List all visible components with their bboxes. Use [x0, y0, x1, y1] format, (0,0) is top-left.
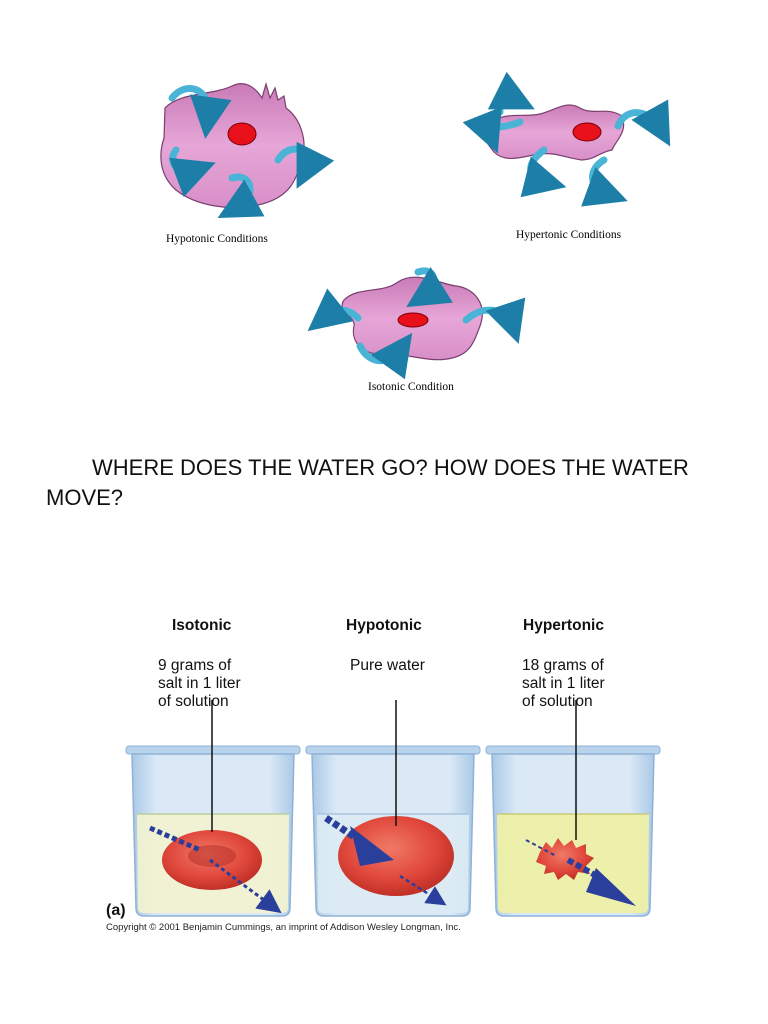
- beaker-description-hypotonic: Pure water: [350, 657, 425, 674]
- beaker-hypertonic: [485, 745, 661, 917]
- question-text: WHERE DOES THE WATER GO? HOW DOES THE WA…: [46, 455, 689, 510]
- cell-diagrams: Hypotonic Conditions Hypertonic Conditio…: [160, 71, 671, 393]
- copyright-notice: Copyright © 2001 Benjamin Cummings, an i…: [106, 922, 461, 933]
- hypotonic-cell: [160, 81, 305, 209]
- water-arrows-hypotonic: [168, 85, 335, 219]
- water-arrows-hypertonic: [462, 71, 671, 207]
- flow-arrow-hypertonic: [525, 839, 636, 906]
- beaker-description-isotonic: 9 grams of salt in 1 liter of solution: [158, 657, 241, 710]
- cell-caption-hypotonic: Hypotonic Conditions: [166, 233, 268, 245]
- beaker-description-hypertonic: 18 grams of salt in 1 liter of solution: [522, 657, 605, 710]
- flow-arrow-hypotonic: [324, 815, 447, 906]
- flow-arrow-isotonic: [148, 825, 282, 914]
- hypertonic-cell: [482, 104, 625, 161]
- nucleus: [227, 122, 257, 146]
- water-arrows-isotonic: [307, 267, 526, 380]
- beaker-heading-hypertonic: Hypertonic: [523, 617, 604, 634]
- red-blood-cell: [338, 816, 454, 896]
- nucleus: [397, 312, 429, 328]
- beaker-heading-hypotonic: Hypotonic: [346, 617, 422, 634]
- figure-label: (a): [106, 902, 126, 919]
- nucleus: [572, 122, 602, 142]
- cell-caption-isotonic: Isotonic Condition: [368, 381, 454, 393]
- beaker-heading-isotonic: Isotonic: [172, 617, 232, 634]
- beaker-hypotonic: [305, 745, 481, 917]
- cell-caption-hypertonic: Hypertonic Conditions: [516, 229, 622, 241]
- beaker-figure: [125, 700, 661, 917]
